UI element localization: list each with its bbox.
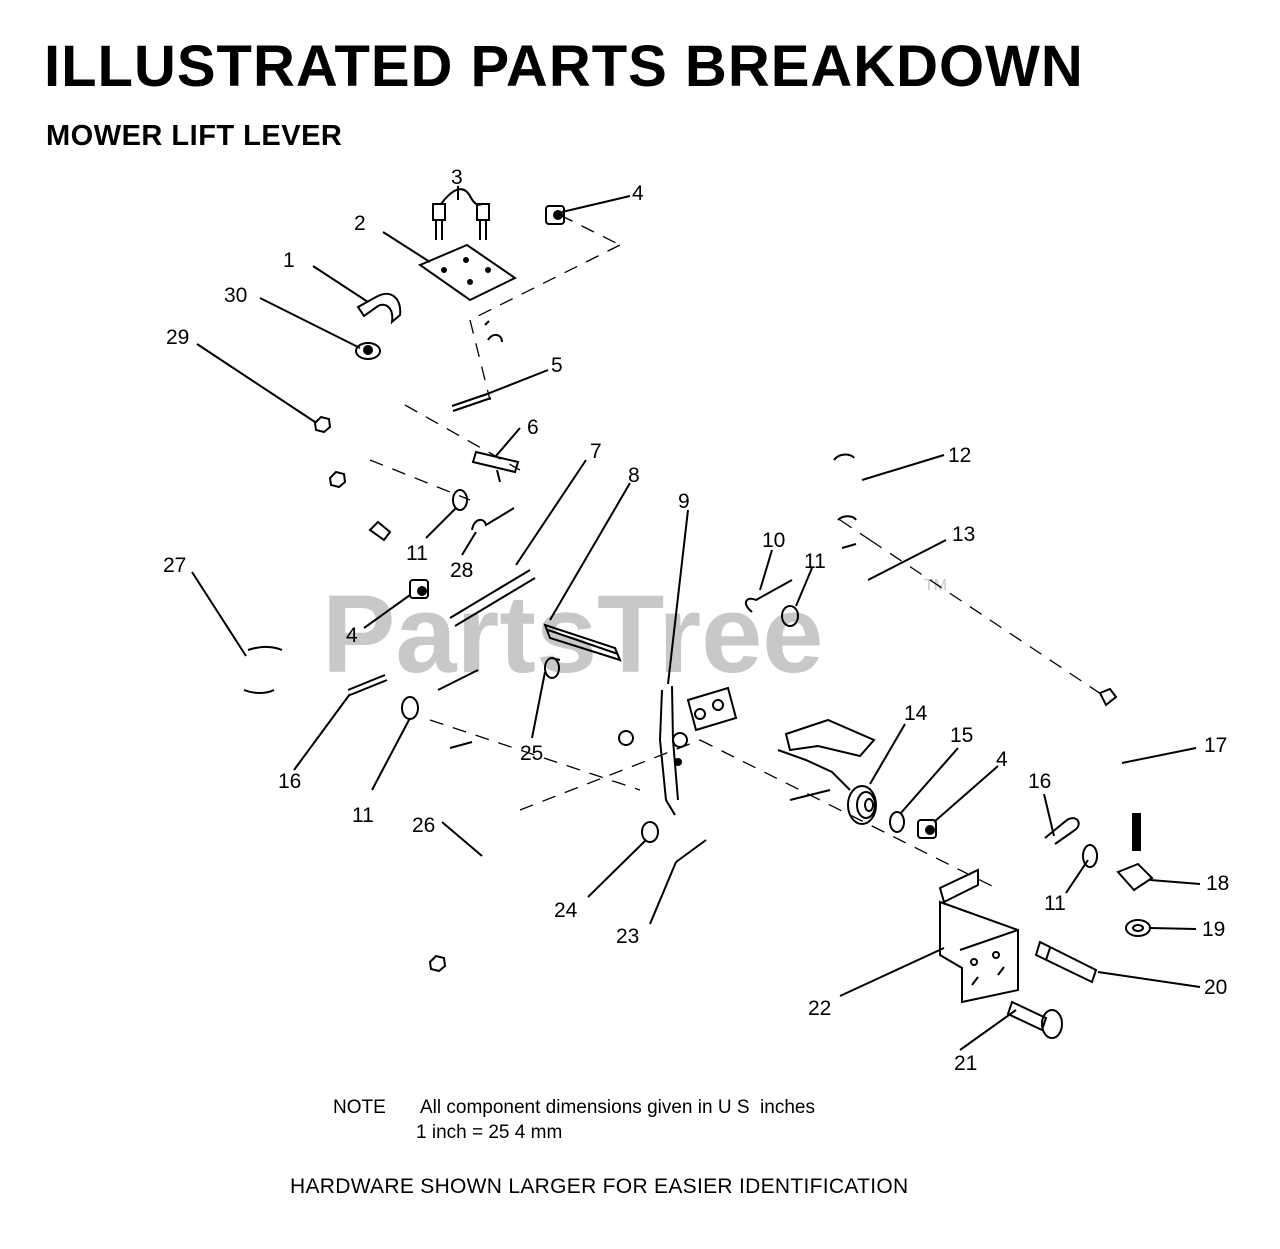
pedal-bracket [777,718,876,801]
flange-nut [355,342,381,360]
callout-27: 27 [163,554,186,577]
callout-15: 15 [950,724,973,747]
callout-13: 13 [952,523,975,546]
callout-3: 3 [451,166,463,189]
lower-bracket [938,868,1019,1004]
clevis-pin [471,450,520,483]
callout-30: 30 [224,284,247,307]
callout-17: 17 [1204,734,1227,757]
callout-11-b: 11 [406,542,428,565]
callout-22: 22 [808,997,831,1020]
locknut-right [917,819,937,839]
note-conversion: 1 inch = 25 4 mm [416,1122,563,1143]
callout-20: 20 [1204,976,1227,999]
assembly-centerlines [369,214,1111,891]
bolt-18 [1116,813,1154,892]
part-drawings [243,188,1154,1039]
nut-19 [1125,919,1151,937]
clip [356,292,402,325]
callout-12: 12 [948,444,971,467]
lift-lever [618,685,738,816]
page-title: ILLUSTRATED PARTS BREAKDOWN [44,34,1084,99]
mounting-plate [417,243,517,302]
callout-21: 21 [954,1052,977,1075]
bolt-pair [432,188,490,240]
bushing [543,623,622,662]
callout-28: 28 [450,559,473,582]
callout-11-d: 11 [1044,892,1066,915]
cotter-pin [471,507,515,531]
callout-4-top: 4 [632,182,644,205]
locknut-middle [409,579,429,599]
callouts: 1 2 3 4 4 4 5 6 7 8 9 10 11 11 11 11 11 … [163,166,1229,1075]
hairpin [744,579,793,613]
callout-6: 6 [527,416,539,439]
callout-18: 18 [1206,872,1229,895]
locknut-top [545,205,565,225]
callout-25: 25 [520,742,543,765]
callout-10: 10 [762,529,785,552]
callout-5: 5 [551,354,563,377]
callout-24: 24 [554,899,578,922]
callout-16-left: 16 [278,770,301,793]
pin-left [347,674,388,696]
callout-8: 8 [628,464,640,487]
callout-4-middle: 4 [346,624,358,647]
callout-16-right: 16 [1028,770,1051,793]
callout-26: 26 [412,814,435,837]
callout-29: 29 [166,326,189,349]
lift-rod [449,569,536,627]
callout-2: 2 [354,212,366,235]
callout-7: 7 [590,440,602,463]
pulley [847,785,877,825]
hex-nut [313,415,332,434]
watermark-trademark: TM [924,577,947,594]
page-subtitle: MOWER LIFT LEVER [46,120,343,152]
callout-23: 23 [616,925,639,948]
callout-11-a: 11 [804,550,826,573]
callout-14: 14 [904,702,928,725]
callout-9: 9 [678,490,690,513]
bolt-21 [1006,1000,1063,1039]
callout-11-c: 11 [352,804,374,827]
bolt-20 [1034,940,1098,984]
note-label: NOTE [333,1097,386,1118]
pin-right [1044,817,1080,845]
callout-4-right: 4 [996,748,1008,771]
callout-1: 1 [283,249,295,272]
leader-lines [191,186,1201,1051]
hardware-note: HARDWARE SHOWN LARGER FOR EASIER IDENTIF… [290,1175,909,1198]
note-text: All component dimensions given in U S in… [420,1097,815,1118]
callout-19: 19 [1202,918,1225,941]
